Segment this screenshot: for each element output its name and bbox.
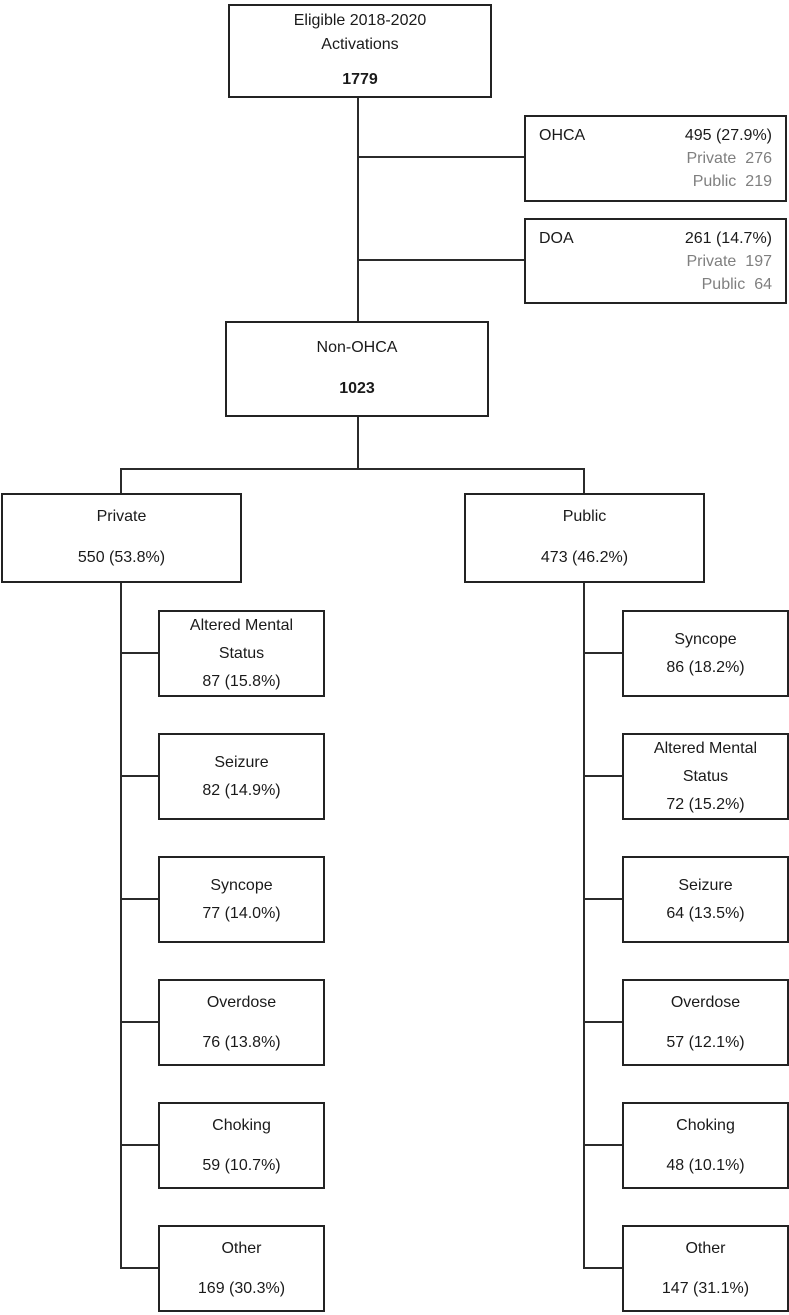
ohca-public-row: Public 219 [539, 170, 772, 193]
stub-public-5 [583, 1144, 622, 1146]
connector-drop-public [583, 468, 585, 493]
doa-public-label: Public [701, 275, 746, 293]
flow-box-private-other: Other 169 (30.3%) [158, 1225, 325, 1312]
flow-box-public-other: Other 147 (31.1%) [622, 1225, 789, 1312]
stub-private-2 [120, 775, 158, 777]
box-value: 1779 [342, 71, 378, 88]
doa-private-row: Private 197 [539, 250, 773, 273]
flow-box-private: Private 550 (53.8%) [1, 493, 242, 583]
box-value: 48 (10.1%) [666, 1156, 745, 1174]
box-title: Seizure [214, 753, 269, 771]
stub-public-6 [583, 1267, 622, 1269]
ohca-private-row: Private 276 [539, 147, 773, 170]
flow-box-private-altered-mental-status: Altered Mental Status 87 (15.8%) [158, 610, 325, 697]
box-value: 169 (30.3%) [197, 1279, 286, 1297]
doa-public-row: Public 64 [539, 273, 772, 296]
box-value: 86 (18.2%) [666, 658, 745, 676]
box-title: Other [685, 1239, 726, 1257]
box-value: 550 (53.8%) [77, 549, 166, 566]
flow-box-private-overdose: Overdose 76 (13.8%) [158, 979, 325, 1066]
ohca-value: 495 (27.9%) [684, 127, 772, 144]
flow-box-private-syncope: Syncope 77 (14.0%) [158, 856, 325, 943]
flow-box-public-choking: Choking 48 (10.1%) [622, 1102, 789, 1189]
box-value: 473 (46.2%) [540, 549, 629, 566]
box-value: 82 (14.9%) [202, 781, 281, 799]
box-value: 1023 [339, 380, 375, 397]
flow-box-public-altered-mental-status: Altered Mental Status 72 (15.2%) [622, 733, 789, 820]
box-value: 77 (14.0%) [202, 904, 281, 922]
stub-public-1 [583, 652, 622, 654]
connector-nonohca-down [357, 417, 359, 470]
doa-private-value: 197 [745, 252, 772, 270]
connector-to-ohca [357, 156, 524, 158]
flow-box-public-overdose: Overdose 57 (12.1%) [622, 979, 789, 1066]
box-title: Overdose [206, 993, 277, 1011]
box-title: Overdose [670, 993, 741, 1011]
stub-private-1 [120, 652, 158, 654]
doa-label: DOA [539, 229, 574, 247]
connector-root-to-nonohca [357, 97, 359, 322]
stub-public-2 [583, 775, 622, 777]
box-title: Non-OHCA [316, 339, 398, 356]
box-title: Syncope [210, 876, 273, 894]
flow-box-private-seizure: Seizure 82 (14.9%) [158, 733, 325, 820]
box-title: Choking [212, 1116, 271, 1134]
box-title: Altered Mental Status [189, 616, 294, 662]
box-title: Seizure [678, 876, 733, 894]
connector-split-horizontal [120, 468, 585, 470]
box-title: Syncope [674, 630, 737, 648]
stub-private-4 [120, 1021, 158, 1023]
box-title: Public [562, 508, 607, 525]
box-value: 59 (10.7%) [202, 1156, 281, 1174]
flow-box-ohca: OHCA 495 (27.9%) Private 276 Public 219 [524, 115, 787, 202]
ohca-public-value: 219 [745, 173, 772, 190]
flow-box-public-syncope: Syncope 86 (18.2%) [622, 610, 789, 697]
box-value: 87 (15.8%) [202, 672, 281, 690]
stub-private-6 [120, 1267, 158, 1269]
box-value: 76 (13.8%) [202, 1033, 281, 1051]
box-value: 72 (15.2%) [666, 795, 745, 813]
flow-box-private-choking: Choking 59 (10.7%) [158, 1102, 325, 1189]
stub-private-5 [120, 1144, 158, 1146]
flow-box-eligible-activations: Eligible 2018-2020 Activations 1779 [228, 4, 492, 98]
box-value: 57 (12.1%) [666, 1033, 745, 1051]
trunk-private [120, 583, 122, 1269]
flow-box-public: Public 473 (46.2%) [464, 493, 705, 583]
doa-public-value: 64 [754, 275, 772, 293]
doa-value: 261 (14.7%) [684, 229, 772, 247]
box-title: Choking [676, 1116, 735, 1134]
stub-public-3 [583, 898, 622, 900]
trunk-public [583, 583, 585, 1269]
box-title: Eligible 2018-2020 Activations [293, 12, 427, 53]
ohca-main-row: OHCA 495 (27.9%) [539, 124, 772, 147]
connector-drop-private [120, 468, 122, 493]
ohca-private-value: 276 [745, 150, 772, 167]
box-title: Altered Mental Status [653, 739, 758, 785]
box-title: Private [96, 508, 147, 525]
flow-box-non-ohca: Non-OHCA 1023 [225, 321, 489, 417]
box-value: 147 (31.1%) [661, 1279, 750, 1297]
box-title: Other [221, 1239, 262, 1257]
ohca-public-label: Public [692, 173, 737, 190]
stub-private-3 [120, 898, 158, 900]
doa-private-label: Private [686, 252, 737, 270]
stub-public-4 [583, 1021, 622, 1023]
flow-box-doa: DOA 261 (14.7%) Private 197 Public 64 [524, 218, 787, 304]
flow-box-public-seizure: Seizure 64 (13.5%) [622, 856, 789, 943]
box-value: 64 (13.5%) [666, 904, 745, 922]
doa-main-row: DOA 261 (14.7%) [539, 227, 772, 250]
connector-to-doa [357, 259, 524, 261]
ohca-private-label: Private [686, 150, 737, 167]
ohca-label: OHCA [539, 127, 586, 144]
